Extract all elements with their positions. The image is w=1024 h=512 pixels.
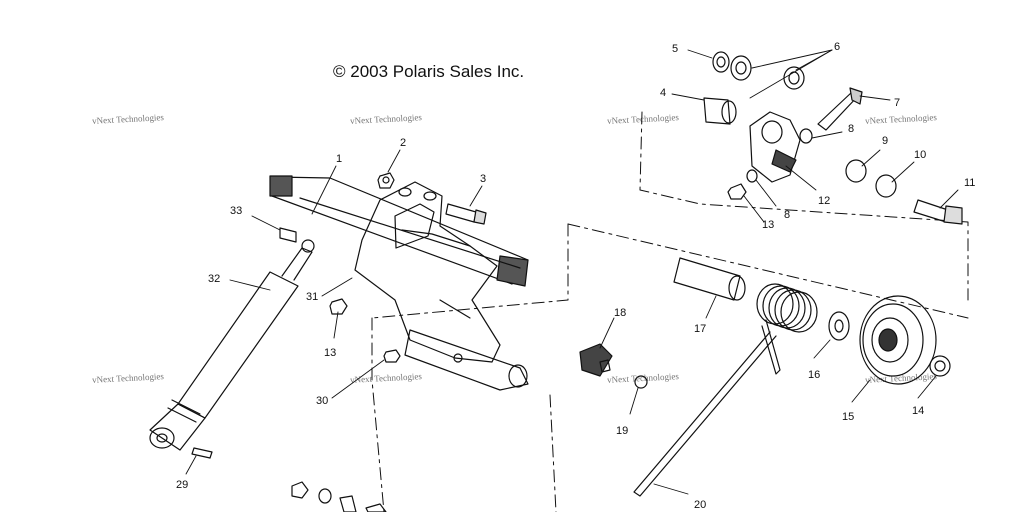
callout-20: 20: [694, 499, 706, 511]
callout-32: 32: [208, 273, 220, 285]
leader-lines: [185, 49, 959, 495]
callout-8a: 8: [848, 123, 854, 135]
callout-5: 5: [672, 43, 678, 55]
callout-31: 31: [306, 291, 318, 303]
callout-7: 7: [894, 97, 900, 109]
bearing-hole: [934, 360, 946, 372]
pivot-arm: [354, 181, 529, 391]
callout-19: 19: [616, 425, 628, 437]
callout-11: 11: [964, 177, 975, 189]
bracket-18: [579, 343, 613, 377]
shock-absorber: [149, 239, 315, 451]
callout-13b: 13: [324, 347, 336, 359]
idler-wheel: [859, 295, 937, 385]
callout-15: 15: [842, 411, 854, 423]
washer-16: [828, 311, 850, 341]
nut-30: [383, 349, 401, 363]
callout-17: 17: [694, 323, 706, 335]
callout-16: 16: [808, 369, 820, 381]
bushing-33: [279, 227, 297, 243]
callout-2: 2: [400, 137, 406, 149]
callout-13a: 13: [762, 219, 774, 231]
callout-labels: 1 2 3 4 5 6 7 8 8 9 10 11 12 13 13 14 15…: [176, 41, 975, 511]
bearing-14: [929, 355, 951, 377]
bolt-3: [445, 203, 487, 225]
callout-3: 3: [480, 173, 486, 185]
nut-2: [377, 172, 395, 189]
nut-hole: [382, 176, 390, 184]
callout-1: 1: [336, 153, 342, 165]
washer-19: [634, 375, 648, 389]
reference-lines: [371, 111, 969, 512]
torsion-spring: [633, 283, 818, 497]
callout-29: 29: [176, 479, 188, 491]
callout-10: 10: [914, 149, 926, 161]
callout-18: 18: [614, 307, 626, 319]
callout-8b: 8: [784, 209, 790, 221]
nut-13: [329, 298, 348, 315]
copyright-notice: © 2003 Polaris Sales Inc.: [333, 62, 525, 81]
bushing-17: [673, 257, 746, 301]
lower-hardware: [291, 481, 387, 512]
callout-12: 12: [818, 195, 830, 207]
callout-30: 30: [316, 395, 328, 407]
washer-hole: [834, 319, 844, 333]
callout-4: 4: [660, 87, 666, 99]
pin-29: [191, 447, 213, 459]
callout-6: 6: [834, 41, 840, 53]
callout-9: 9: [882, 135, 888, 147]
callout-14: 14: [912, 405, 924, 417]
callout-33: 33: [230, 205, 242, 217]
upper-hardware: [703, 51, 963, 225]
